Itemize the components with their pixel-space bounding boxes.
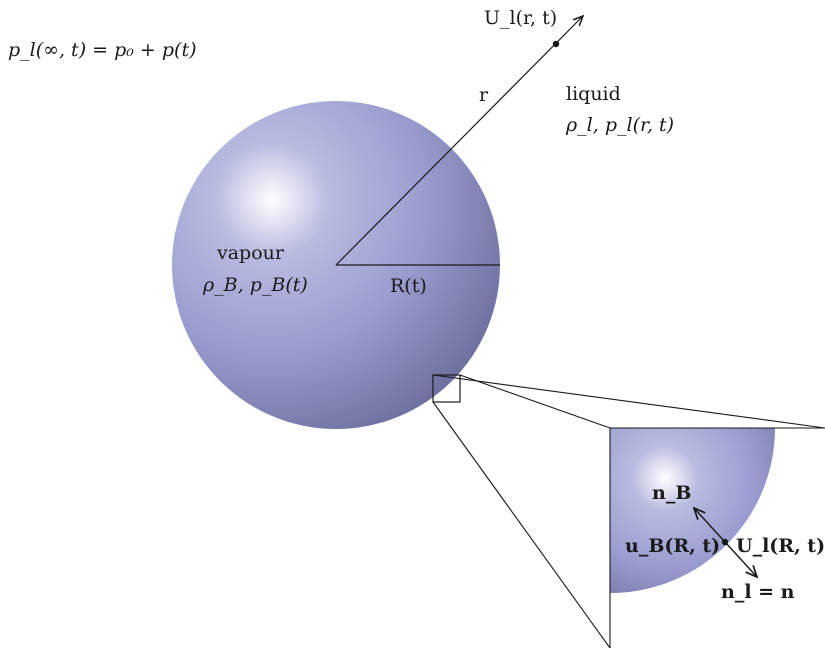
liquid-title-label: liquid [566, 83, 621, 105]
normal-bubble-arrow [694, 508, 726, 543]
bubble-velocity-label: u_B(R, t) [625, 535, 720, 557]
zoom-line-top [432, 374, 825, 429]
radial-coordinate-label: r [479, 84, 489, 106]
zoom-source-square [432, 374, 461, 403]
bubble-normal-label: n_B [652, 482, 691, 504]
radius-label: R(t) [390, 275, 427, 297]
vapour-title-label: vapour [216, 242, 285, 264]
normal-liquid-arrow [724, 541, 757, 577]
liquid-normal-label: n_l = n [721, 581, 795, 603]
zoom-line-lower [432, 401, 611, 648]
interface-liquid-velocity-label: U_l(R, t) [736, 535, 825, 557]
zoom-line-upper [459, 374, 611, 429]
vapour-properties-label: ρ_B, p_B(t) [202, 274, 308, 296]
interface-point [721, 538, 729, 546]
far-field-pressure-label: p_l(∞, t) = p₀ + p(t) [8, 39, 197, 61]
liquid-velocity-label: U_l(r, t) [484, 7, 557, 29]
liquid-velocity-point [552, 40, 560, 48]
radial-line-arrow [335, 16, 583, 266]
liquid-properties-label: ρ_l, p_l(r, t) [565, 114, 674, 136]
zoom-panel [609, 427, 825, 648]
zoomed-bubble [610, 428, 775, 593]
